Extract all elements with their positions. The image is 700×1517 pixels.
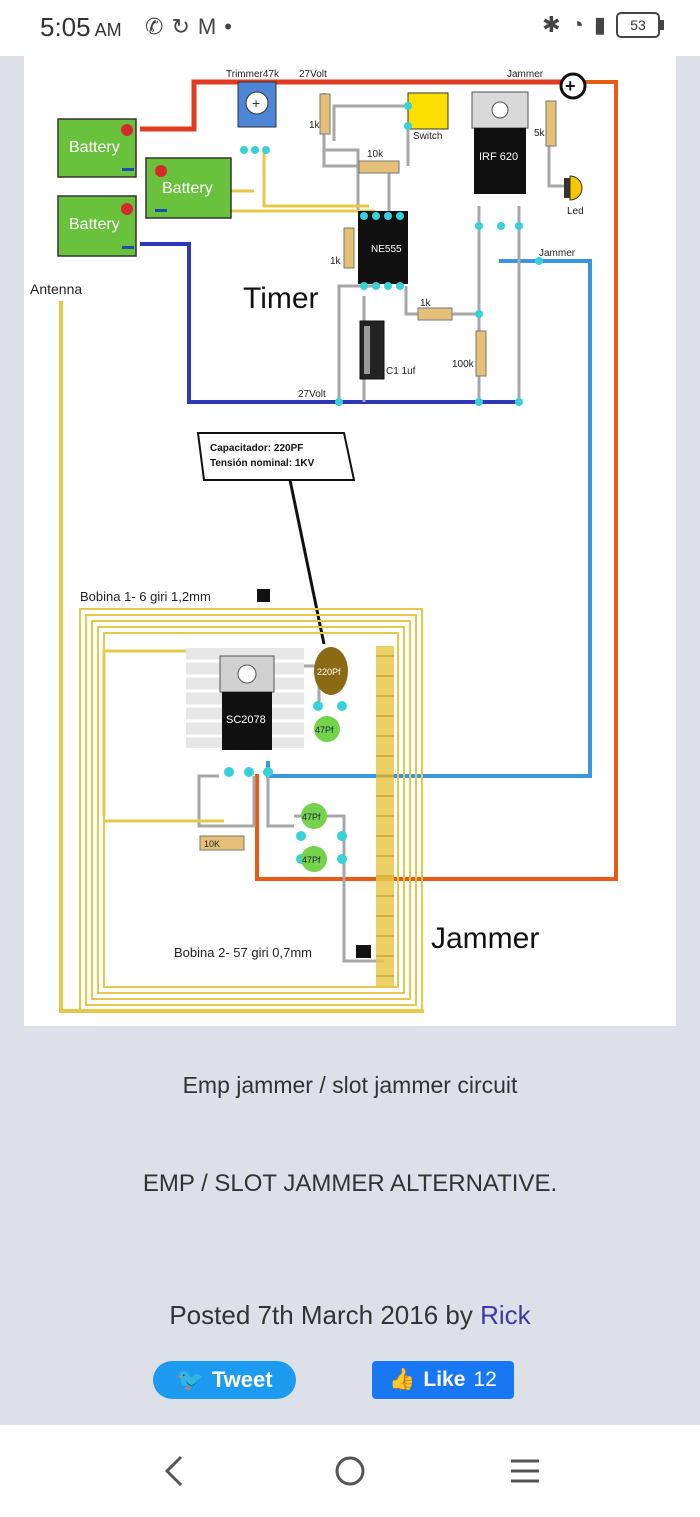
post-caption: Emp jammer / slot jammer circuit (182, 1072, 518, 1098)
like-label: Like (423, 1368, 466, 1391)
clock-ampm: AM (94, 20, 122, 40)
svg-text:+: + (565, 76, 576, 96)
gmail-icon: M (197, 14, 217, 39)
resistor-1k-mid (417, 307, 453, 321)
r-1k-left-label: 1k (330, 256, 342, 267)
led-label: Led (567, 206, 584, 217)
battery-level: 53 (630, 17, 646, 33)
capacitor-47pf-3 (301, 846, 327, 872)
sc2078-transistor: SC2078 (186, 648, 304, 750)
svg-text:+: + (252, 95, 260, 111)
volt-top-label: 27Volt (299, 69, 327, 80)
wire-blue (140, 242, 519, 404)
tweet-label: Tweet (211, 1367, 273, 1392)
cap-note-1: Capacitador: 220PF (210, 443, 303, 454)
c-47pf-1-label: 47Pf (315, 725, 334, 735)
positive-terminal (559, 72, 587, 100)
r-1k-top-label: 1k (309, 120, 321, 131)
trimmer-label: Trimmer47k (226, 69, 280, 80)
irf-label: IRF 620 (479, 151, 518, 163)
tweet-button[interactable]: 🐦 Tweet (153, 1361, 296, 1399)
c-47pf-2-label: 47Pf (302, 812, 321, 822)
irf620-transistor: IRF 620 (471, 91, 529, 194)
resistor-10k-bottom (199, 835, 245, 851)
capacitor-c1 (359, 320, 385, 380)
resistor-5k (545, 100, 557, 147)
r-100k-label: 100k (452, 359, 475, 370)
posted-line: Posted 7th March 2016 by Rick (0, 1300, 700, 1331)
recents-menu-icon[interactable] (505, 1451, 545, 1491)
wire-orange (255, 80, 618, 881)
navigation-bar (0, 1425, 700, 1517)
capacitor-220pf (314, 647, 348, 695)
resistor-10k (358, 160, 400, 174)
battery-icon: 53 (616, 12, 664, 38)
battery-3-label: Battery (69, 216, 120, 233)
system-icons: ✱ ◔ ▮ 53 (542, 12, 664, 38)
wire-light-blue (266, 259, 592, 778)
bobina-2-label: Bobina 2- 57 giri 0,7mm (174, 945, 312, 960)
battery-3: Battery (57, 195, 137, 257)
jammer-big-label: Jammer (431, 922, 539, 955)
post-subtitle: EMP / SLOT JAMMER ALTERNATIVE. (142, 1170, 558, 1197)
switch (407, 92, 449, 130)
circuit-diagram-card: Battery Battery Battery Trimmer47k + 27V… (24, 56, 676, 1026)
sync-icon: ↻ (171, 14, 190, 39)
battery-1: Battery (57, 118, 137, 178)
bluetooth-icon: ✱ (542, 12, 561, 37)
back-icon[interactable] (155, 1451, 195, 1491)
volt-bottom-label: 27Volt (298, 389, 326, 400)
signal-icon: ▮ (593, 12, 606, 37)
clock-text: 5:05 (40, 12, 91, 42)
c-47pf-3-label: 47Pf (302, 855, 321, 865)
like-button[interactable]: 👍 Like 12 (372, 1361, 514, 1399)
circuit-diagram: Battery Battery Battery Trimmer47k + 27V… (30, 69, 618, 1013)
like-count: 12 (473, 1368, 497, 1391)
timer-label: Timer (243, 282, 319, 315)
capacitor-note (196, 432, 356, 481)
ne555-chip (358, 211, 408, 284)
bobina-1-label: Bobina 1- 6 giri 1,2mm (80, 589, 211, 604)
battery-2: Battery (145, 157, 232, 219)
cap-note-2: Tensión nominal: 1KV (210, 458, 315, 469)
resistor-1k-top (319, 93, 331, 135)
sc2078-label: SC2078 (226, 714, 266, 726)
dot-icon: • (224, 14, 232, 39)
jammer-right-label: Jammer (539, 248, 576, 259)
c1-label: C1 1uf (386, 366, 416, 377)
thumbs-up-icon: 👍 (389, 1368, 416, 1391)
switch-label: Switch (413, 131, 442, 142)
c-220pf-label: 220Pf (317, 667, 341, 677)
battery-1-label: Battery (69, 139, 120, 156)
capacitor-47pf-1 (314, 716, 340, 742)
posted-prefix: Posted 7th March 2016 by (169, 1300, 481, 1330)
circuit-nodes (224, 102, 543, 864)
r-10k-label: 10k (367, 149, 384, 160)
led (569, 175, 583, 201)
resistor-1k-left (343, 227, 355, 269)
wire-red (140, 79, 569, 132)
call-icon: ✆ (145, 14, 164, 39)
wifi-icon: ◔ (570, 12, 584, 37)
r-1k-mid-label: 1k (420, 298, 432, 309)
notification-icons: ✆ ↻ M • (145, 14, 232, 40)
resistor-100k (475, 330, 487, 377)
author-link[interactable]: Rick (480, 1300, 531, 1330)
coil-windings (79, 608, 423, 1012)
ne555-label: NE555 (371, 244, 402, 255)
twitter-bird-icon: 🐦 (176, 1367, 204, 1392)
antenna-label: Antenna (30, 281, 82, 297)
home-icon[interactable] (330, 1451, 370, 1491)
r-10k-bottom-label: 10K (204, 839, 220, 849)
r-5k-label: 5k (534, 128, 546, 139)
jammer-top-label: Jammer (507, 69, 544, 80)
battery-2-label: Battery (162, 180, 213, 197)
capacitor-47pf-2 (301, 803, 327, 829)
